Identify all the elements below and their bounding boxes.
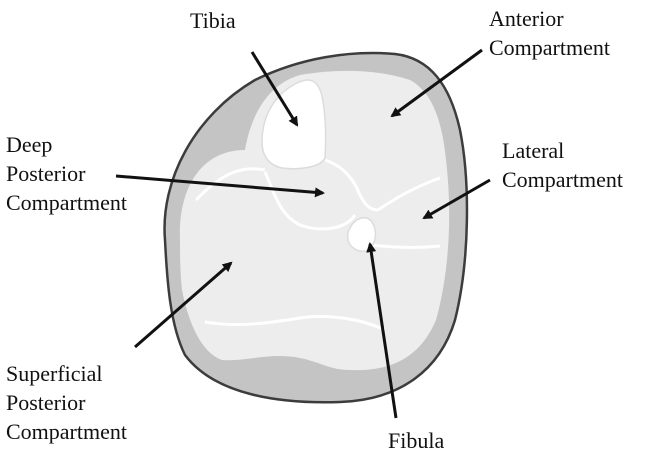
label-tibia: Tibia	[190, 6, 236, 35]
compartments-area	[179, 70, 450, 371]
septum-superficial	[204, 315, 386, 332]
label-lateral-line1: Lateral	[502, 138, 565, 163]
label-superficial-posterior-compartment: Superficial Posterior Compartment	[6, 359, 127, 446]
label-lateral-line2: Compartment	[502, 167, 623, 192]
label-lateral-compartment: Lateral Compartment	[502, 136, 623, 194]
label-superficial-line2: Posterior	[6, 390, 86, 415]
label-deep-line1: Deep	[6, 132, 53, 157]
arrow-fibula	[366, 242, 398, 419]
septum-deep-upper	[324, 158, 379, 212]
label-anterior-line2: Compartment	[489, 35, 610, 60]
label-anterior-line1: Anterior	[489, 6, 564, 31]
label-tibia-text: Tibia	[190, 8, 236, 33]
septum-lateral-posterior	[371, 243, 441, 249]
arrow-anterior	[390, 48, 483, 118]
septum-posterior	[194, 167, 266, 202]
arrow-lateral	[422, 178, 491, 220]
septum-deep	[263, 171, 357, 231]
label-fibula-text: Fibula	[388, 428, 445, 453]
septum-anterior-lateral	[377, 176, 441, 212]
arrow-deep-posterior	[115, 174, 325, 198]
arrow-superficial-posterior	[134, 261, 233, 349]
label-anterior-compartment: Anterior Compartment	[489, 4, 610, 62]
arrow-tibia	[250, 51, 299, 127]
label-deep-line3: Compartment	[6, 190, 127, 215]
label-deep-posterior-compartment: Deep Posterior Compartment	[6, 130, 127, 217]
label-deep-line2: Posterior	[6, 161, 86, 186]
label-superficial-line1: Superficial	[6, 361, 103, 386]
label-superficial-line3: Compartment	[6, 419, 127, 444]
label-fibula: Fibula	[388, 426, 444, 455]
